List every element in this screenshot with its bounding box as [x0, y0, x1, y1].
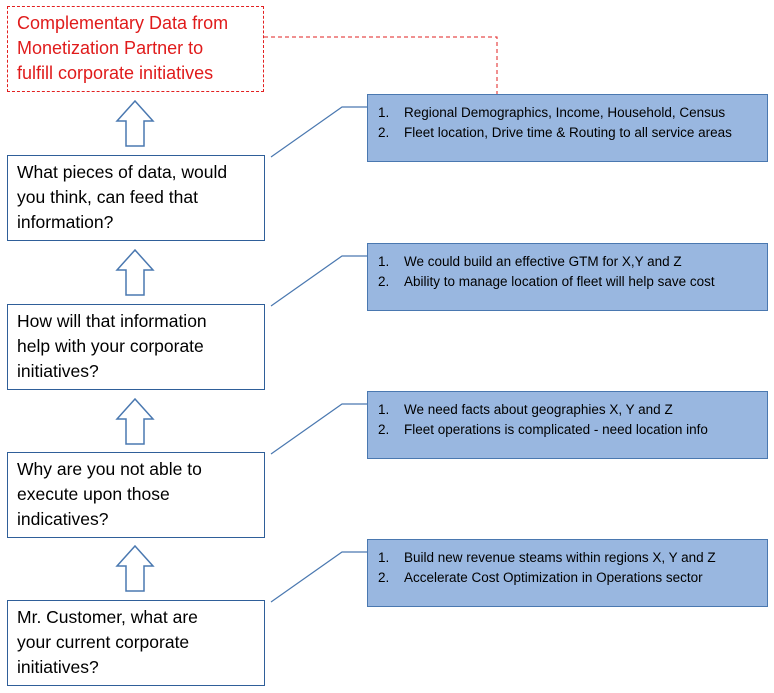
- up-arrow-icon: [115, 544, 155, 592]
- question-text-line: help with your corporate: [17, 336, 204, 356]
- list-number: 1.: [378, 401, 390, 417]
- answer-text: We need facts about geographies X, Y and…: [404, 401, 673, 417]
- question-text-line: your current corporate: [17, 632, 190, 652]
- question-box-information-help: How will that information help with your…: [7, 304, 265, 390]
- answer-list: 1. Regional Demographics, Income, Househo…: [378, 102, 757, 142]
- list-number: 1.: [378, 253, 390, 269]
- answer-text: We could build an effective GTM for X,Y …: [404, 253, 682, 269]
- callout-line-2: [270, 255, 367, 307]
- up-arrow-icon: [115, 248, 155, 296]
- answer-item: 1. We could build an effective GTM for X,…: [378, 251, 757, 271]
- callout-line-1: [270, 106, 367, 158]
- up-arrow-icon: [115, 99, 155, 147]
- question-text-line: How will that information: [17, 311, 207, 331]
- goal-box: Complementary Data from Monetization Par…: [7, 6, 264, 92]
- callout-line-4: [270, 551, 367, 603]
- question-box-corporate-initiatives: Mr. Customer, what are your current corp…: [7, 600, 265, 686]
- answer-text: Accelerate Cost Optimization in Operatio…: [404, 569, 703, 585]
- question-text-line: indicatives?: [17, 509, 109, 529]
- question-box-data-sources: What pieces of data, would you think, ca…: [7, 155, 265, 241]
- answer-item: 2. Ability to manage location of fleet wi…: [378, 271, 757, 291]
- answer-box-information-help: 1. We could build an effective GTM for X,…: [367, 243, 768, 311]
- answer-list: 1. We need facts about geographies X, Y a…: [378, 399, 757, 439]
- list-number: 2.: [378, 273, 390, 289]
- answer-item: 1. Regional Demographics, Income, Househo…: [378, 102, 757, 122]
- answer-box-data-sources: 1. Regional Demographics, Income, Househo…: [367, 94, 768, 162]
- answer-text: Regional Demographics, Income, Household…: [404, 104, 726, 120]
- question-text-line: initiatives?: [17, 657, 99, 677]
- question-text-line: Why are you not able to: [17, 459, 202, 479]
- answer-text: Build new revenue steams within regions …: [404, 549, 716, 565]
- answer-list: 1. We could build an effective GTM for X,…: [378, 251, 757, 291]
- question-text-line: Mr. Customer, what are: [17, 607, 198, 627]
- answer-item: 1. We need facts about geographies X, Y a…: [378, 399, 757, 419]
- goal-text-line: Complementary Data from: [17, 13, 229, 33]
- goal-link-dashed: [264, 36, 498, 94]
- list-number: 2.: [378, 569, 390, 585]
- goal-text-line: fulfill corporate initiatives: [17, 63, 214, 83]
- question-text-line: execute upon those: [17, 484, 170, 504]
- goal-text-line: Monetization Partner to: [17, 38, 204, 58]
- question-text-line: information?: [17, 212, 114, 232]
- callout-line-3: [270, 403, 367, 455]
- question-text-line: What pieces of data, would: [17, 162, 228, 182]
- answer-item: 2. Fleet location, Drive time & Routing t…: [378, 122, 757, 142]
- answer-item: 2. Accelerate Cost Optimization in Operat…: [378, 567, 757, 587]
- answer-box-blockers: 1. We need facts about geographies X, Y a…: [367, 391, 768, 459]
- answer-text: Fleet operations is complicated - need l…: [404, 421, 708, 437]
- up-arrow-icon: [115, 397, 155, 445]
- list-number: 1.: [378, 549, 390, 565]
- answer-item: 1. Build new revenue steams within region…: [378, 547, 757, 567]
- list-number: 1.: [378, 104, 390, 120]
- question-text-line: you think, can feed that: [17, 187, 198, 207]
- list-number: 2.: [378, 124, 390, 140]
- answer-box-corporate-initiatives: 1. Build new revenue steams within region…: [367, 539, 768, 607]
- answer-text: Ability to manage location of fleet will…: [404, 273, 715, 289]
- answer-item: 2. Fleet operations is complicated - need…: [378, 419, 757, 439]
- question-text-line: initiatives?: [17, 361, 99, 381]
- list-number: 2.: [378, 421, 390, 437]
- answer-list: 1. Build new revenue steams within region…: [378, 547, 757, 587]
- answer-text: Fleet location, Drive time & Routing to …: [404, 124, 732, 140]
- question-box-blockers: Why are you not able to execute upon tho…: [7, 452, 265, 538]
